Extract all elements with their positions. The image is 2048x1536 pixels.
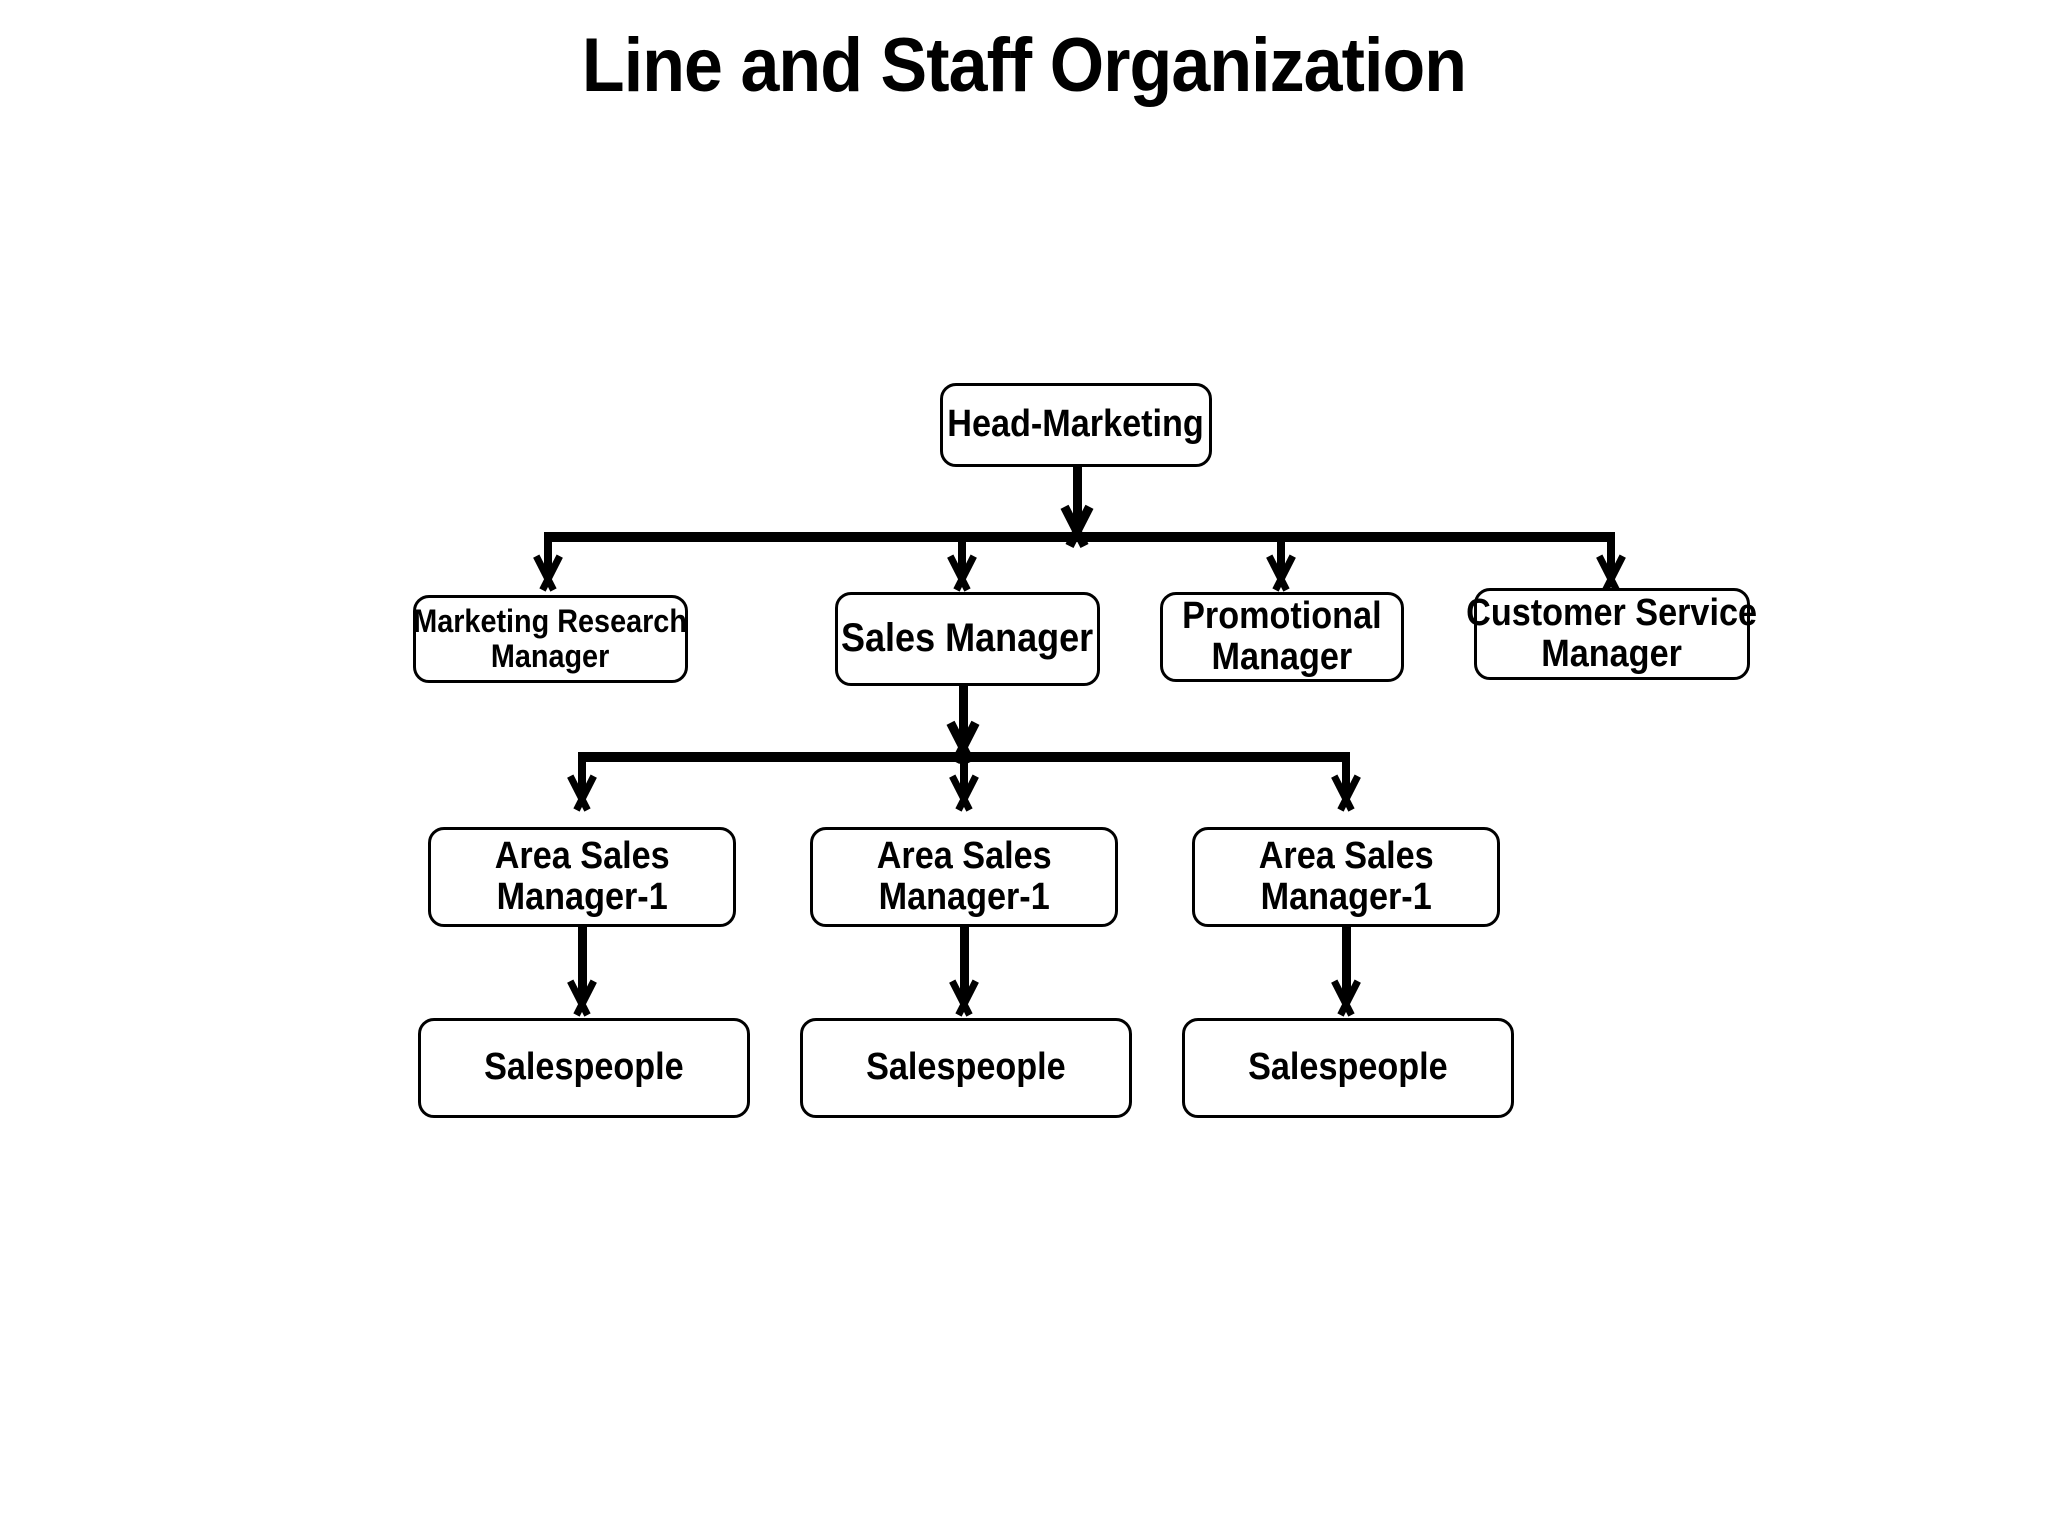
connector-bus3-arrowhead-2 bbox=[944, 772, 984, 806]
node-area-sales-manager-3[interactable]: Area Sales Manager-1 bbox=[1192, 827, 1500, 927]
connector-salesmgr-to-bus-arrowhead bbox=[940, 718, 986, 756]
node-customer-service-manager[interactable]: Customer Service Manager bbox=[1467, 588, 1757, 680]
node-label-customer-service-manager: Customer Service Manager bbox=[1466, 591, 1758, 675]
node-label-salespeople-2: Salespeople bbox=[866, 1046, 1066, 1089]
connector-asm2-to-sales-2 bbox=[960, 927, 969, 999]
node-marketing-research-manager[interactable]: Marketing Research Manager bbox=[413, 595, 688, 683]
node-label-line-2: Manager bbox=[1541, 633, 1683, 675]
connector-bus3-arrowhead-3 bbox=[1326, 772, 1366, 806]
node-label-area-sales-manager-1: Area Sales Manager-1 bbox=[494, 834, 670, 918]
node-label-salespeople-3: Salespeople bbox=[1248, 1046, 1448, 1089]
page-title: Line and Staff Organization bbox=[581, 23, 1467, 108]
bus-level2 bbox=[544, 532, 1615, 542]
connector-bus2-arrowhead-4 bbox=[1591, 552, 1631, 586]
node-label-promotional-manager: Promotional Manager bbox=[1182, 594, 1382, 678]
connector-bus3-arrowhead-1 bbox=[562, 772, 602, 806]
node-label-line-1: Marketing Research bbox=[413, 603, 688, 640]
node-label-area-sales-manager-2: Area Sales Manager-1 bbox=[876, 834, 1052, 918]
connector-bus2-arrowhead-1 bbox=[528, 552, 568, 586]
node-label-line-2: Manager-1 bbox=[1260, 876, 1432, 918]
node-promotional-manager[interactable]: Promotional Manager bbox=[1160, 592, 1404, 682]
node-label-head-marketing: Head-Marketing bbox=[947, 403, 1205, 446]
node-salespeople-1[interactable]: Salespeople bbox=[418, 1018, 750, 1118]
node-area-sales-manager-1[interactable]: Area Sales Manager-1 bbox=[428, 827, 736, 927]
connector-bus2-arrowhead-2 bbox=[942, 552, 982, 586]
node-label-line-2: Manager-1 bbox=[496, 876, 668, 918]
node-label-line-1: Area Sales bbox=[1258, 834, 1434, 877]
connector-asm3-to-sales-3 bbox=[1342, 927, 1351, 999]
node-salespeople-2[interactable]: Salespeople bbox=[800, 1018, 1132, 1118]
connector-asm1-to-sales-1 bbox=[578, 927, 587, 999]
node-salespeople-3[interactable]: Salespeople bbox=[1182, 1018, 1514, 1118]
node-head-marketing[interactable]: Head-Marketing bbox=[940, 383, 1212, 467]
node-area-sales-manager-2[interactable]: Area Sales Manager-1 bbox=[810, 827, 1118, 927]
connector-asm3-to-sales-3-arrowhead bbox=[1326, 977, 1366, 1011]
node-label-line-2: Manager bbox=[491, 638, 610, 674]
node-label-line-2: Manager bbox=[1211, 636, 1353, 678]
connector-asm1-to-sales-1-arrowhead bbox=[562, 977, 602, 1011]
node-label-salespeople-1: Salespeople bbox=[484, 1046, 684, 1089]
node-label-line-1: Area Sales bbox=[494, 834, 670, 877]
connector-bus2-arrowhead-3 bbox=[1261, 552, 1301, 586]
node-label-line-1: Promotional bbox=[1182, 594, 1382, 637]
node-sales-manager[interactable]: Sales Manager bbox=[835, 592, 1100, 686]
node-label-line-1: Customer Service bbox=[1466, 591, 1758, 634]
node-label-sales-manager: Sales Manager bbox=[841, 616, 1094, 661]
node-label-line-1: Area Sales bbox=[876, 834, 1052, 877]
connector-asm2-to-sales-2-arrowhead bbox=[944, 977, 984, 1011]
node-label-line-2: Manager-1 bbox=[878, 876, 1050, 918]
node-label-area-sales-manager-3: Area Sales Manager-1 bbox=[1258, 834, 1434, 918]
node-label-marketing-research-manager: Marketing Research Manager bbox=[414, 604, 688, 673]
